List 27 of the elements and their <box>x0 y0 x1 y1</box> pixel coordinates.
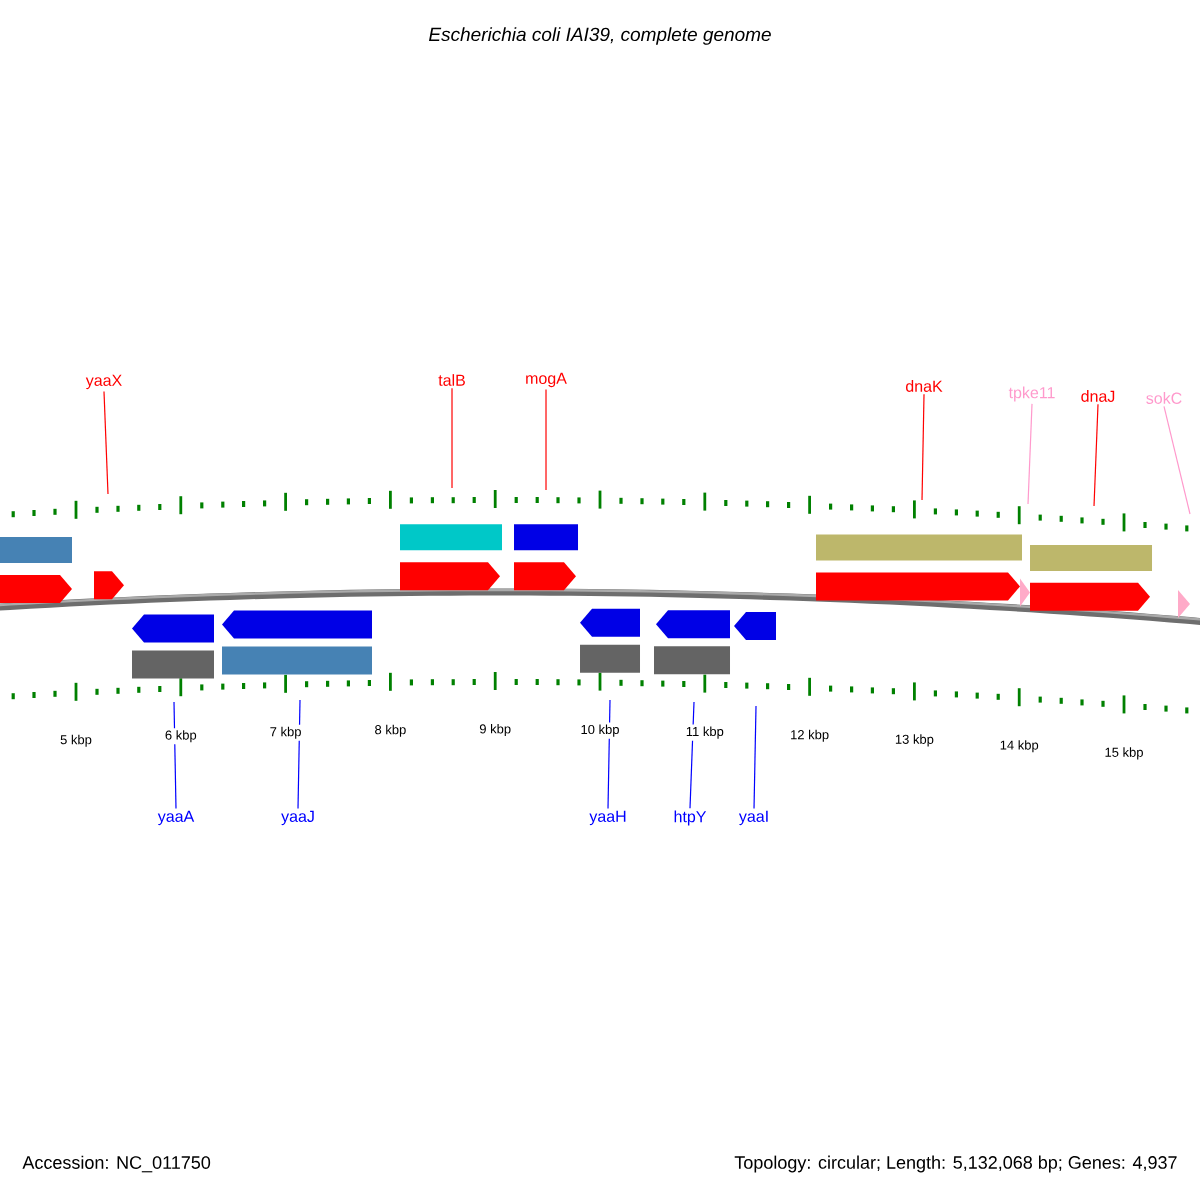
gene-label: talB <box>438 374 465 386</box>
leader-line <box>545 388 547 491</box>
leader-line <box>1163 405 1191 515</box>
leader-line <box>753 705 757 810</box>
gene-label: yaaI <box>738 810 768 826</box>
title: Escherichia coli IAI39, complete genome <box>429 27 771 45</box>
gene-label: dnaJ <box>1081 390 1115 402</box>
gene-label: tpke11 <box>1008 386 1055 402</box>
gene-label: sokC <box>1146 392 1182 404</box>
gene-label: yaaX <box>85 374 122 390</box>
accession-text: Accession: NC_011750 <box>20 1153 213 1175</box>
leader-line <box>1027 403 1033 505</box>
leader-line <box>1093 403 1099 507</box>
gene-label: mogA <box>526 372 567 388</box>
genome-info-text: Topology: circular; Length: 5,132,068 bp; Genes: 4,937 <box>732 1153 1180 1175</box>
gene-label: yaaJ <box>281 810 314 826</box>
leader-line <box>103 390 109 495</box>
leader-line <box>921 393 925 501</box>
leader-line <box>297 699 301 810</box>
gene-label: dnaK <box>906 380 943 392</box>
leader-line <box>689 701 695 809</box>
leader-line <box>451 387 453 489</box>
gene-label: yaaA <box>157 810 195 826</box>
leader-line <box>607 699 611 810</box>
gene-label: yaaH <box>589 810 626 826</box>
gene-label: htpY <box>674 810 707 826</box>
leader-line <box>173 701 177 810</box>
